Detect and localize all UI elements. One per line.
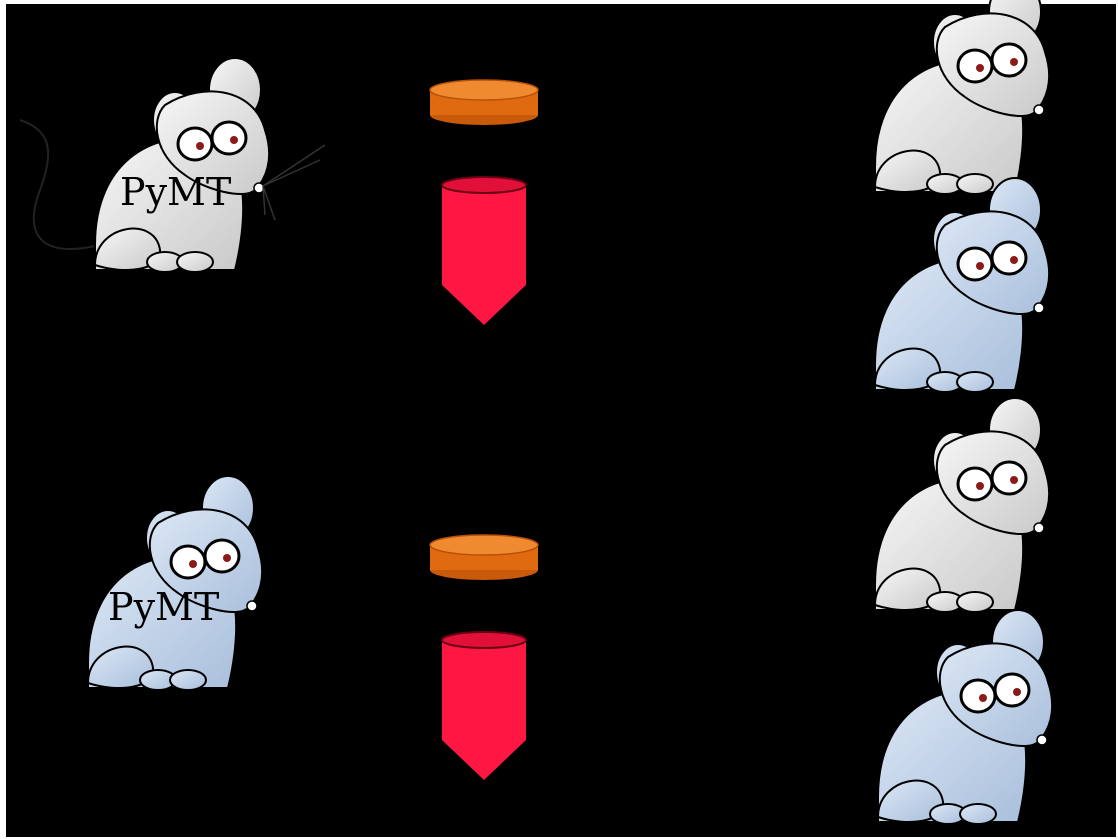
mouse-whiskers bbox=[262, 144, 326, 221]
donor-mouse-white: PyMT bbox=[19, 56, 326, 274]
donor-label: PyMT bbox=[120, 170, 231, 214]
donor-label: PyMT bbox=[108, 585, 219, 629]
mouse-tail bbox=[19, 119, 101, 250]
culture-dish-bottom bbox=[429, 534, 539, 581]
donor-mouse-blue: PyMT bbox=[86, 474, 264, 692]
culture-dish-top bbox=[429, 79, 539, 126]
